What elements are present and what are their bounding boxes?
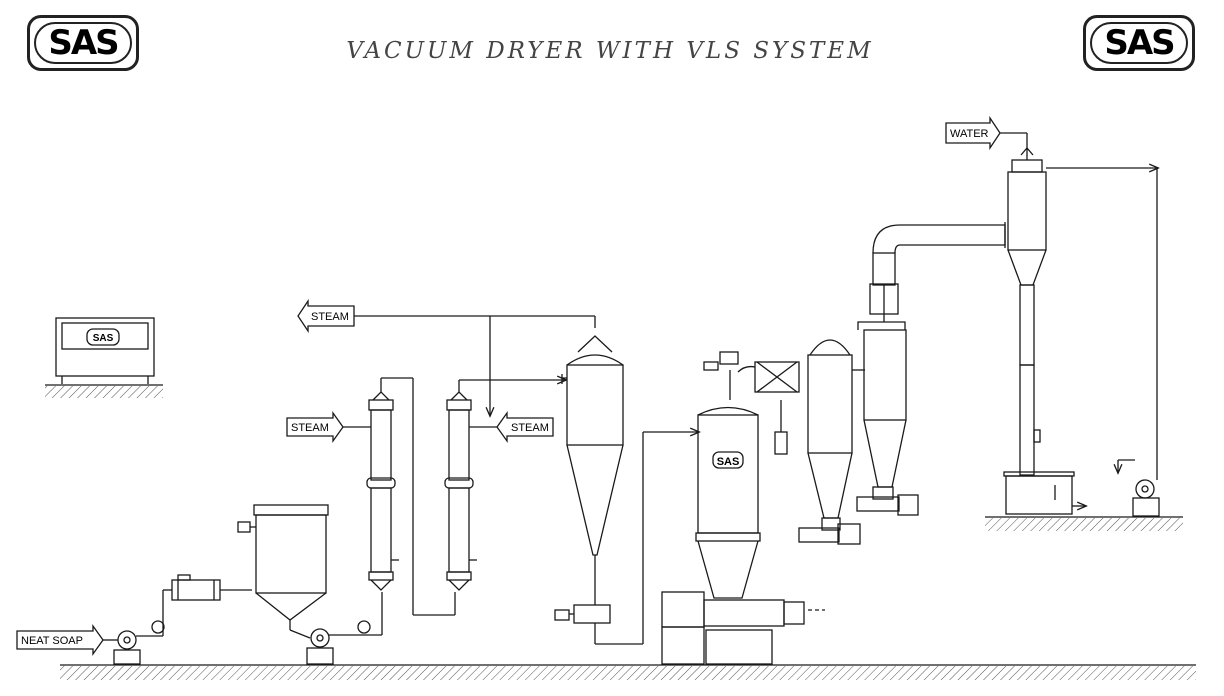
heat-exchanger-1 [366, 377, 456, 616]
feed-pump-2 [306, 592, 383, 665]
flash-vessel [554, 335, 698, 645]
water-circulation-pump [1046, 168, 1160, 517]
cyclone-2 [856, 285, 919, 516]
mixing-tank [237, 504, 329, 639]
ground-platform-right [985, 516, 1183, 531]
steam-outlet-label: STEAM [311, 311, 349, 323]
svg-text:SAS: SAS [717, 456, 740, 468]
hot-well-tank [1003, 471, 1085, 515]
neat-soap-arrow: NEAT SOAP [16, 623, 104, 657]
sas-logo-left: SAS [27, 15, 139, 71]
sas-logo-text: SAS [1090, 22, 1188, 64]
svg-text:SAS: SAS [93, 333, 114, 344]
heat-exchanger-2 [444, 380, 565, 591]
cyclone-1 [798, 339, 865, 545]
steam-inlet-left-arrow: STEAM [286, 410, 371, 444]
diagram-title: VACUUM DRYER WITH VLS SYSTEM [346, 38, 874, 64]
steam-inlet-right-arrow: STEAM [469, 410, 554, 444]
barometric-condenser [1007, 142, 1047, 476]
pre-heater [171, 574, 252, 601]
steam-inlet-right-label: STEAM [511, 422, 549, 434]
ground-floor [60, 664, 1196, 680]
steam-inlet-left-label: STEAM [291, 422, 329, 434]
water-label: WATER [950, 128, 989, 140]
neat-soap-label: NEAT SOAP [21, 635, 83, 647]
sas-logo-right: SAS [1083, 15, 1195, 71]
sas-logo-text: SAS [34, 22, 132, 64]
vapour-duct [869, 222, 1006, 315]
control-panel: SAS [45, 317, 163, 398]
water-inlet-arrow: WATER [945, 115, 1028, 151]
vacuum-dryer: SAS [695, 351, 800, 599]
steam-outlet-arrow: STEAM [297, 298, 596, 415]
plodder-conveyor [661, 591, 825, 665]
feed-pump-1 [103, 589, 172, 665]
